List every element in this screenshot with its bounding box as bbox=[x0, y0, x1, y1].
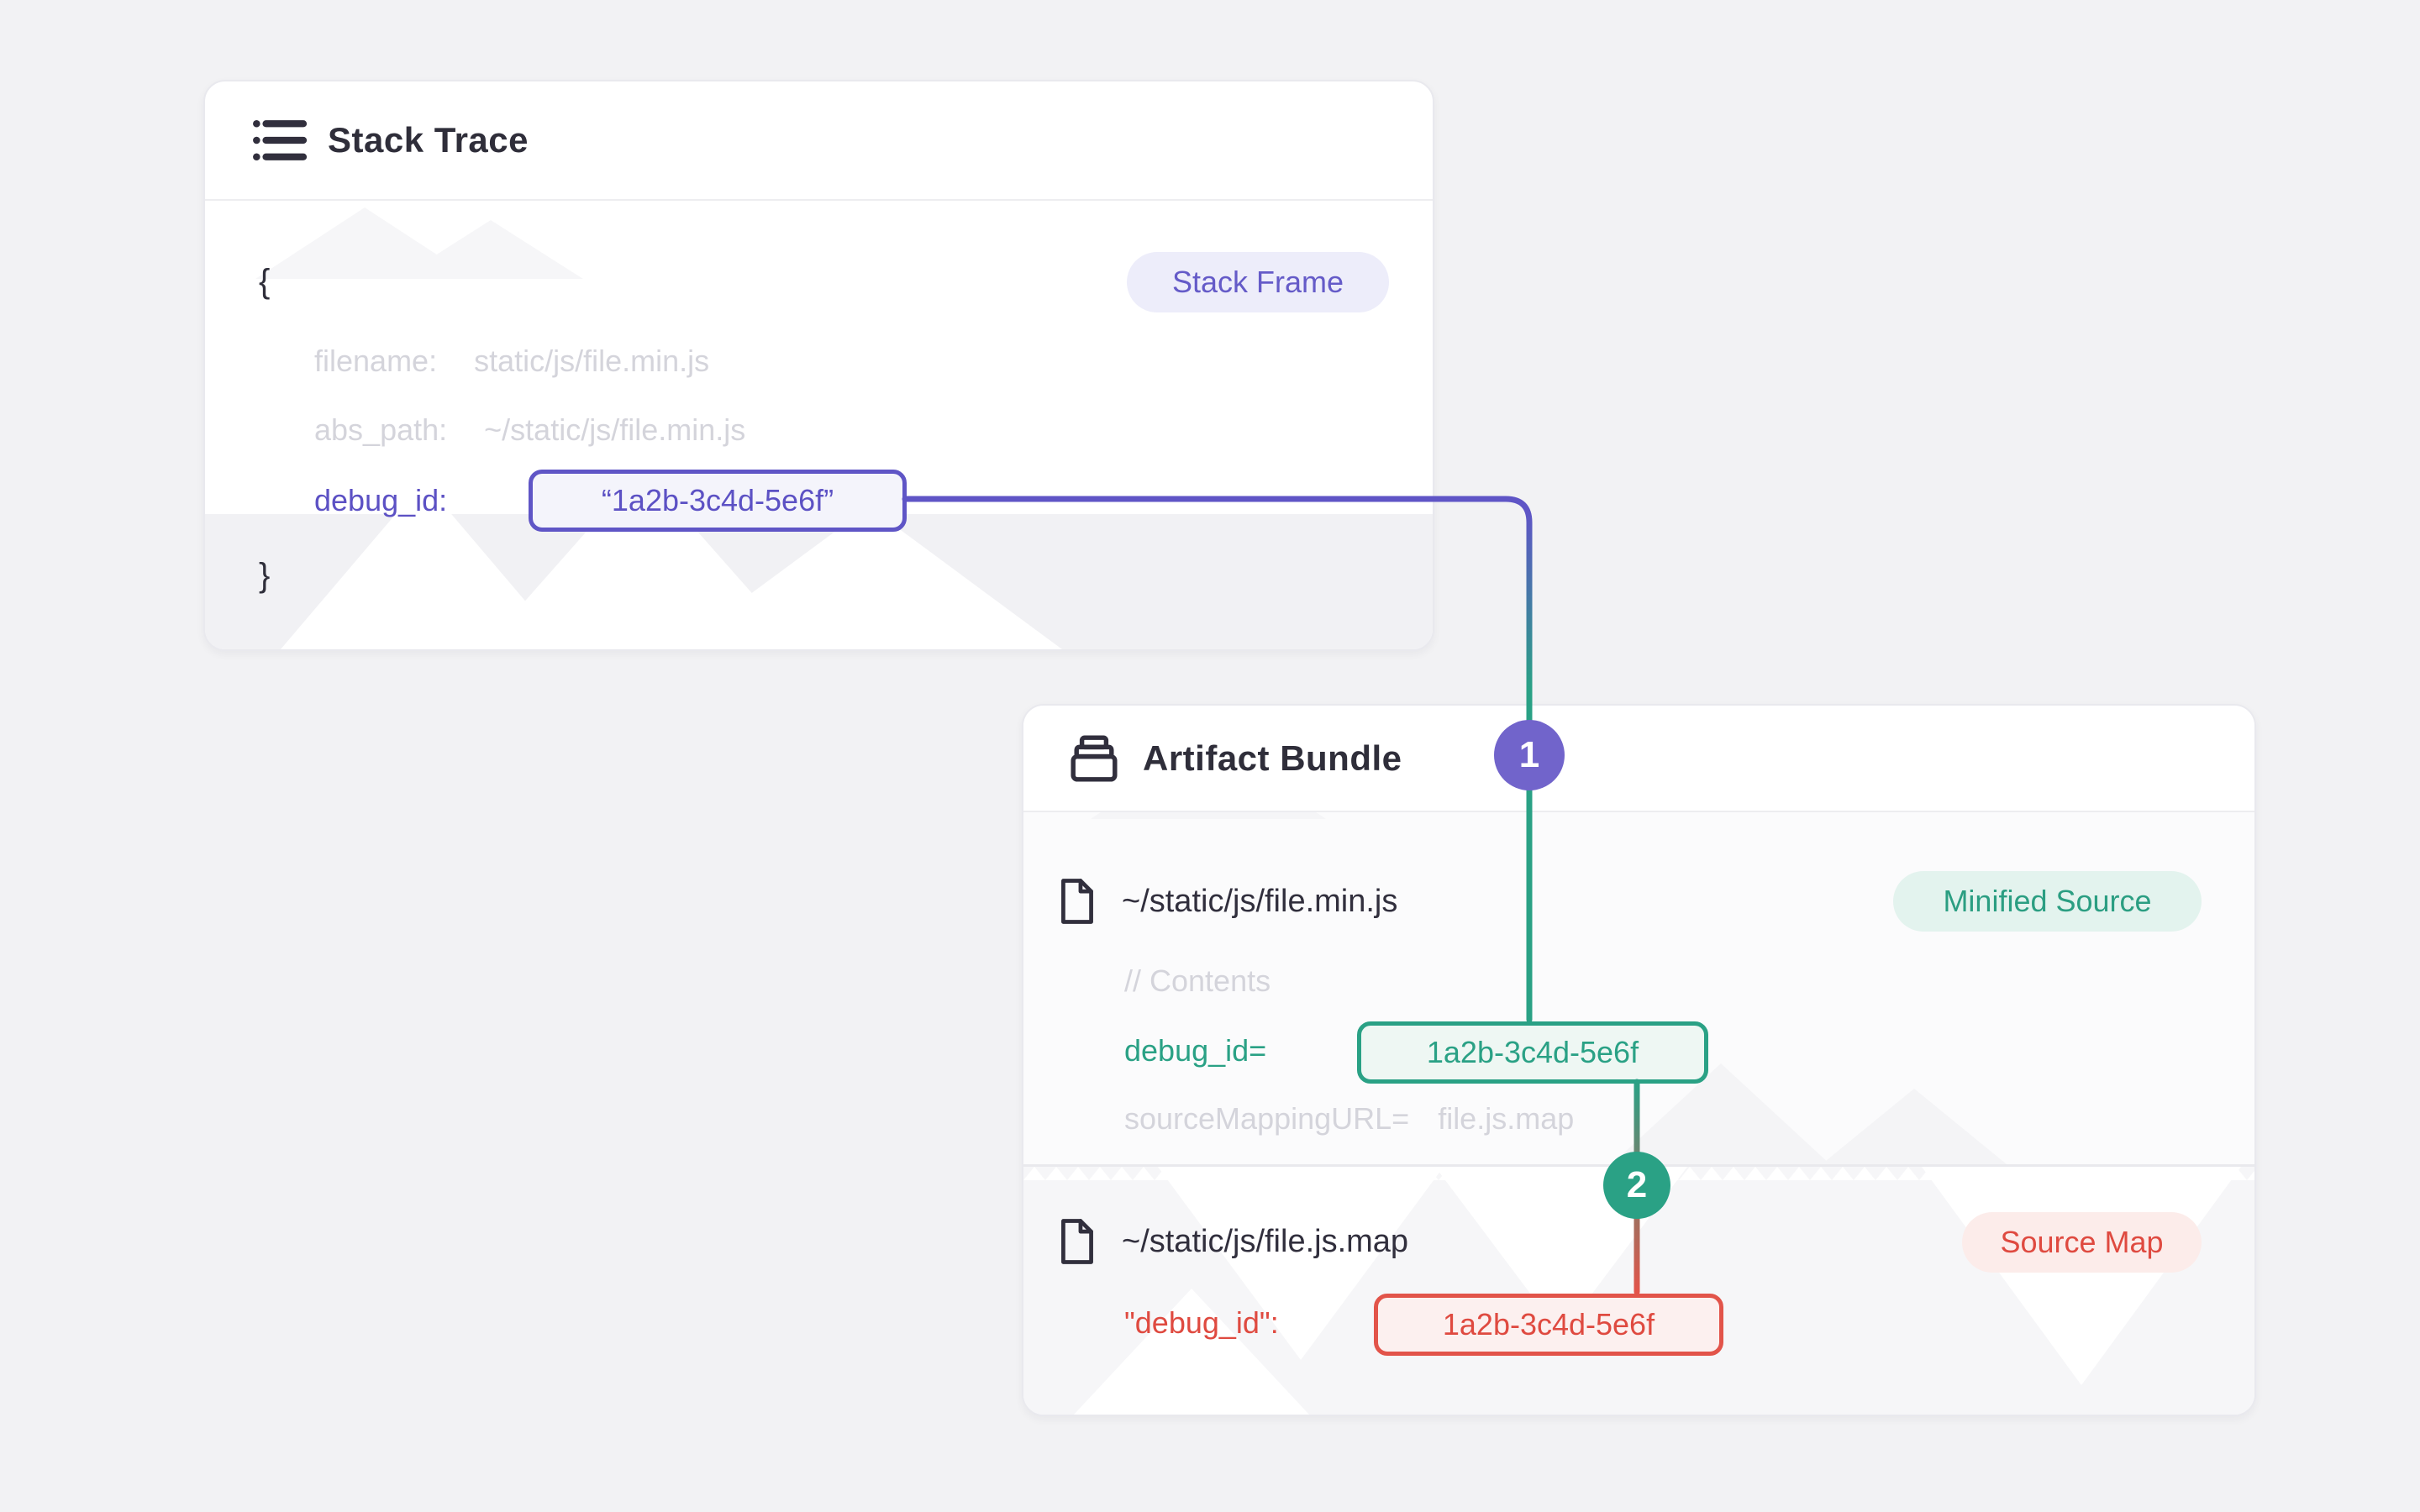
mountain-shape bbox=[1922, 1167, 2241, 1385]
comment-text: // Contents bbox=[1124, 963, 1270, 999]
debug-id-key-label: debug_id= bbox=[1124, 1033, 1266, 1068]
mountain-shape bbox=[398, 220, 583, 279]
source-mapping-url-line: sourceMappingURL= file.js.map bbox=[1124, 1100, 1574, 1138]
source-map-badge: Source Map bbox=[1962, 1212, 2202, 1273]
stack-frame-field-abs-path: abs_path: ~/static/js/file.min.js bbox=[314, 411, 745, 449]
debug-id-value: 1a2b-3c4d-5e6f bbox=[1427, 1035, 1639, 1070]
source-map-file-path: ~/static/js/file.js.map bbox=[1122, 1222, 1408, 1261]
field-key: abs_path: bbox=[314, 412, 447, 448]
minified-source-badge-label: Minified Source bbox=[1943, 884, 2151, 919]
field-value: static/js/file.min.js bbox=[474, 344, 709, 379]
step-number: 2 bbox=[1627, 1164, 1647, 1206]
contents-comment: // Contents bbox=[1124, 962, 1270, 1000]
debug-id-key: debug_id: bbox=[314, 481, 447, 520]
stack-trace-header: Stack Trace bbox=[205, 81, 1433, 199]
map-debug-id-value-box: 1a2b-3c4d-5e6f bbox=[1374, 1294, 1723, 1356]
stack-frame-field-filename: filename: static/js/file.min.js bbox=[314, 342, 709, 381]
debug-id-key-label: debug_id: bbox=[314, 483, 447, 518]
minified-file-path: ~/static/js/file.min.js bbox=[1122, 882, 1397, 921]
bundle-debug-id-key: debug_id= bbox=[1124, 1032, 1266, 1070]
header-divider bbox=[1023, 811, 2254, 812]
file-path-text: ~/static/js/file.min.js bbox=[1122, 884, 1397, 920]
step-circle-2: 2 bbox=[1603, 1152, 1670, 1219]
source-mapping-key: sourceMappingURL= bbox=[1124, 1101, 1409, 1137]
debug-id-key-label: "debug_id": bbox=[1124, 1305, 1279, 1341]
source-map-badge-label: Source Map bbox=[2000, 1225, 2163, 1260]
debug-id-value: 1a2b-3c4d-5e6f bbox=[1443, 1307, 1655, 1342]
list-icon bbox=[252, 117, 308, 164]
bundle-debug-id-value-box: 1a2b-3c4d-5e6f bbox=[1357, 1021, 1708, 1084]
file-path-text: ~/static/js/file.js.map bbox=[1122, 1224, 1408, 1260]
stack-frame-badge-label: Stack Frame bbox=[1172, 265, 1344, 300]
artifact-bundle-header: Artifact Bundle bbox=[1023, 706, 2254, 811]
header-divider bbox=[205, 199, 1433, 201]
debug-id-value: “1a2b-3c4d-5e6f” bbox=[602, 483, 834, 518]
step-circle-1: 1 bbox=[1494, 720, 1565, 790]
stack-trace-title: Stack Trace bbox=[328, 120, 529, 160]
mountain-shape bbox=[1822, 1089, 2007, 1164]
source-mapping-value: file.js.map bbox=[1438, 1101, 1574, 1137]
stack-frame-badge: Stack Frame bbox=[1127, 252, 1389, 312]
close-brace: } bbox=[259, 556, 270, 595]
step-number: 1 bbox=[1519, 734, 1539, 776]
archive-icon bbox=[1067, 734, 1121, 783]
field-key: filename: bbox=[314, 344, 437, 379]
debug-id-value-box: “1a2b-3c4d-5e6f” bbox=[529, 470, 907, 532]
file-icon-min bbox=[1055, 882, 1099, 921]
field-value: ~/static/js/file.min.js bbox=[484, 412, 745, 448]
stack-trace-card: Stack Trace { filename: static/js/file.m… bbox=[203, 80, 1434, 651]
open-brace: { bbox=[259, 262, 270, 301]
map-debug-id-key: "debug_id": bbox=[1124, 1304, 1279, 1342]
artifact-bundle-title: Artifact Bundle bbox=[1143, 738, 1402, 779]
artifact-bundle-card: Artifact Bundle ~/static/js/file.min.js … bbox=[1022, 704, 2256, 1416]
file-icon-map bbox=[1055, 1222, 1099, 1261]
minified-source-badge: Minified Source bbox=[1893, 871, 2202, 932]
